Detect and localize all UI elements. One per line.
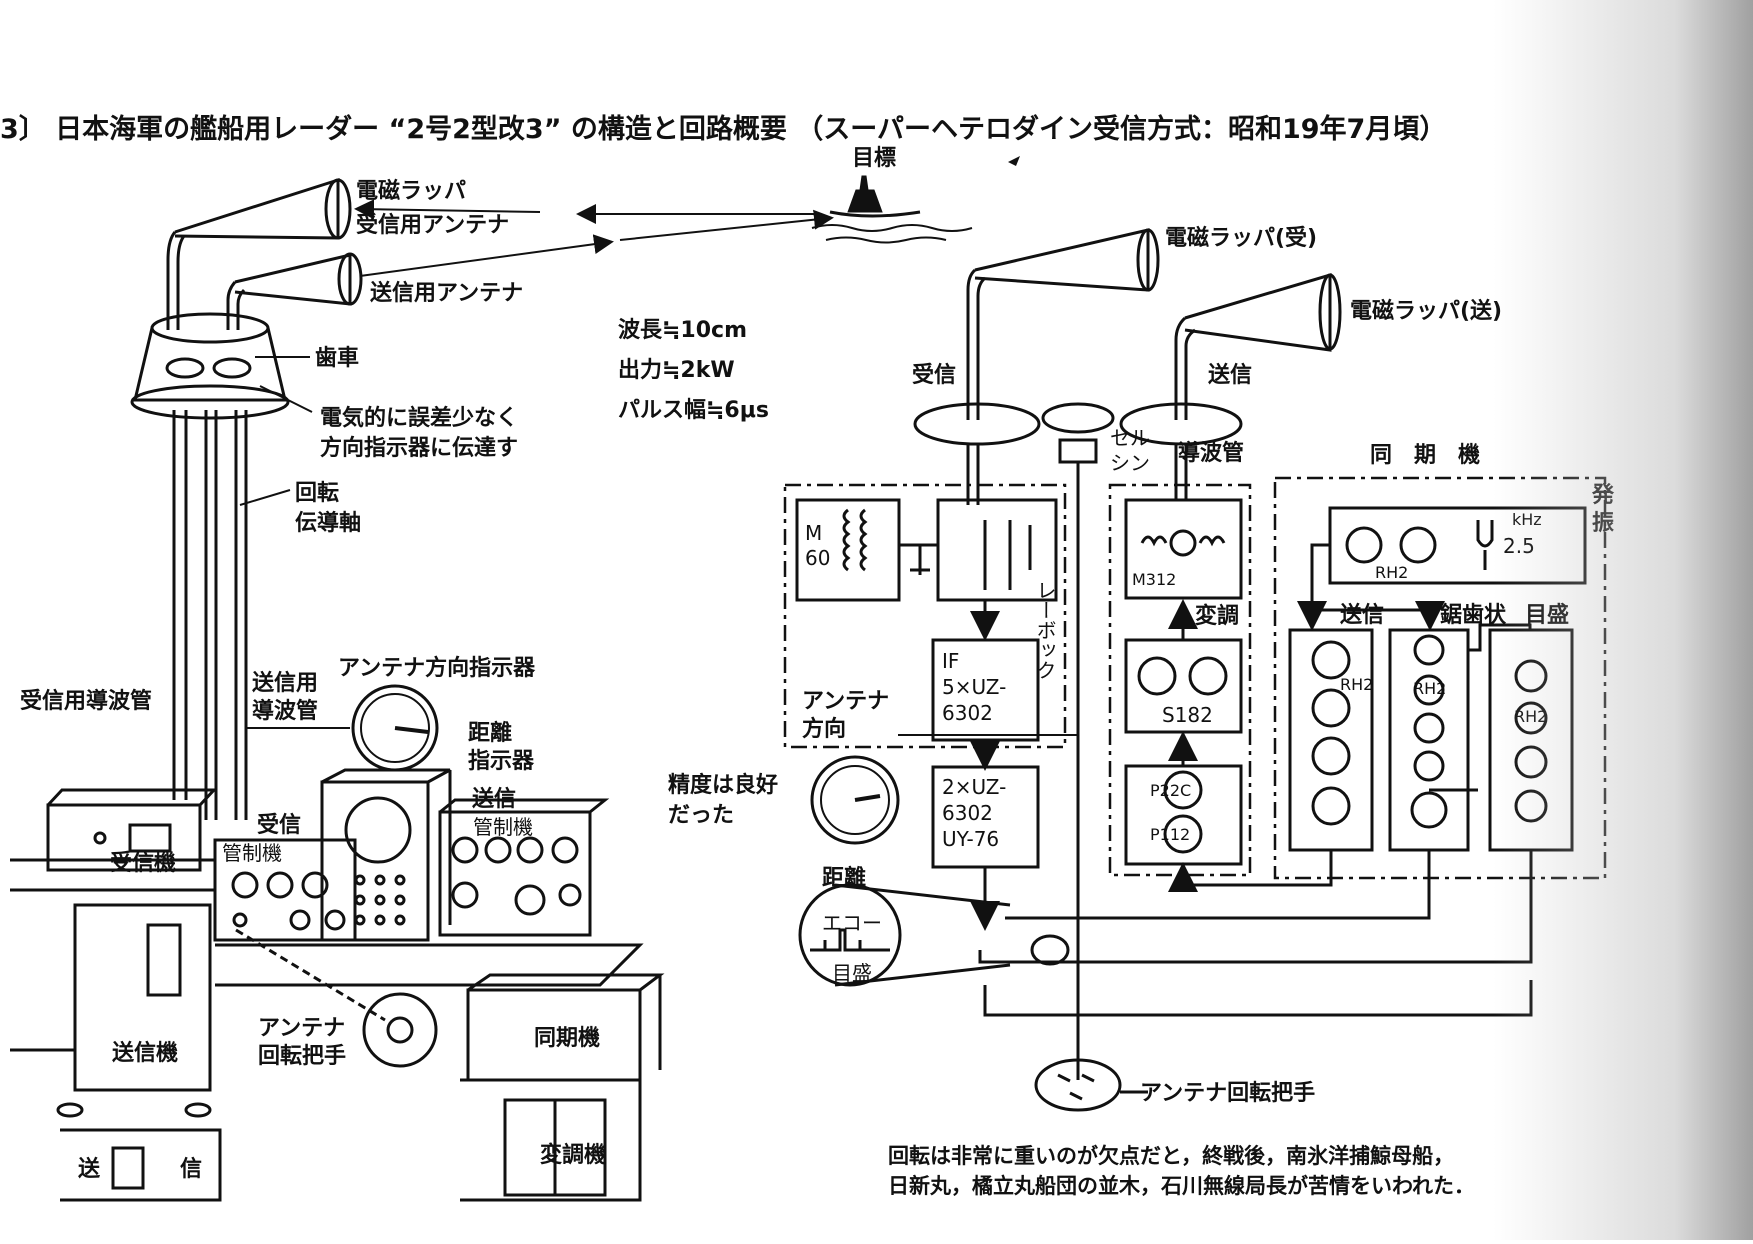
selsyn-label-1: セル <box>1110 426 1150 450</box>
bottom-tx-label-1: 送 <box>78 1156 100 1182</box>
khz-label: kHz <box>1512 510 1542 529</box>
scale-label: 目盛 <box>832 961 872 985</box>
rx-antenna-label: 受信用アンテナ <box>356 212 509 238</box>
p112-label: P112 <box>1150 825 1190 844</box>
target-label: 目標 <box>852 146 896 171</box>
video-label-2: 6302 <box>942 801 993 825</box>
spec-power: 出力≒2kW <box>618 358 735 383</box>
transmitter-label: 送信機 <box>112 1040 178 1066</box>
electric-note-1: 電気的に誤差少なく <box>320 405 518 431</box>
s182-label: S182 <box>1162 703 1213 727</box>
radar-waves <box>354 199 834 277</box>
spec-pulse-width: パルス幅≒6μs <box>618 398 769 423</box>
horn-label: 電磁ラッパ <box>356 178 466 204</box>
video-label-1: 2×UZ- <box>942 775 1006 799</box>
tube-rh2-1: RH2 <box>1340 675 1373 694</box>
right-schematic <box>783 228 1607 1112</box>
oscillator-label-2: 振 <box>1592 511 1614 536</box>
rx-control-label-2: 管制機 <box>222 841 282 865</box>
tube-rh2-3: RH2 <box>1514 707 1547 726</box>
tx-control-label-2: 管制機 <box>473 815 533 839</box>
tube-rh2-2: RH2 <box>1413 679 1446 698</box>
rx-horn-label: 電磁ラッパ(受) <box>1165 225 1317 251</box>
khz-value: 2.5 <box>1503 534 1535 558</box>
handwheel-label: アンテナ回転把手 <box>1140 1080 1315 1106</box>
scale-mark-label: 目盛 <box>1525 602 1569 628</box>
gear-label: 歯車 <box>315 345 359 371</box>
tx-antenna-label: 送信用アンテナ <box>370 280 523 306</box>
handwheel-label-2: 回転把手 <box>258 1043 346 1069</box>
bird-icon <box>1008 156 1020 166</box>
antenna-dir-indicator-label: アンテナ方向指示器 <box>338 655 536 681</box>
if-label-2: 5×UZ- <box>942 675 1006 699</box>
video-label-3: UY-76 <box>942 827 999 851</box>
modulator-label: 変調機 <box>540 1142 606 1168</box>
rx-label: 受信 <box>912 362 956 388</box>
diagram-title: 3〕 日本海軍の艦船用レーダー “2号2型改3” の構造と回路概要 （スーパーヘ… <box>0 113 1446 145</box>
receiver-label: 受信機 <box>110 850 176 876</box>
rx-control-label-1: 受信 <box>257 812 301 838</box>
handwheel-label-1: アンテナ <box>258 1016 345 1041</box>
bottom-tx-label-2: 信 <box>180 1156 202 1182</box>
range-indicator-label-1: 距離 <box>468 720 512 746</box>
antenna-dir-label-1: アンテナ <box>802 689 889 714</box>
sync-tx-label: 送信 <box>1340 602 1384 628</box>
tx-horn-label: 電磁ラッパ(送) <box>1350 298 1502 324</box>
sync-unit-label: 同 期 機 <box>1370 443 1480 468</box>
if-label-1: IF <box>942 649 959 673</box>
rx-waveguide-label: 受信用導波管 <box>20 688 152 714</box>
m60-label-2: 60 <box>805 546 830 570</box>
echo-label: エコー <box>822 911 882 935</box>
note-line-1: 回転は非常に重いのが欠点だと，終戦後，南氷洋捕鯨母船， <box>888 1144 1454 1168</box>
m312-label: M312 <box>1132 570 1176 589</box>
antenna-dir-label-2: 方向 <box>802 716 846 742</box>
range-label: 距離 <box>822 865 866 891</box>
tx-waveguide-label-1: 送信用 <box>252 670 318 696</box>
spec-wavelength: 波長≒10cm <box>618 318 747 343</box>
electric-note-2: 方向指示器に伝達す <box>320 435 518 461</box>
tx-control-label-1: 送信 <box>472 786 516 812</box>
lebok-label: レーボック <box>1033 580 1057 680</box>
modulation-label: 変調 <box>1195 603 1239 629</box>
selsyn-label-2: シン <box>1110 451 1150 475</box>
target-ship <box>811 175 973 244</box>
shaft-label-1: 回転 <box>295 480 339 506</box>
range-indicator-label-2: 指示器 <box>468 749 535 774</box>
tx-waveguide-label-2: 導波管 <box>252 698 318 724</box>
rx-horn <box>174 177 340 240</box>
tx-horn <box>234 253 352 306</box>
waveguide-label: 導波管 <box>1178 440 1244 466</box>
m60-label-1: M <box>805 521 822 545</box>
accuracy-note-1: 精度は良好 <box>668 772 778 798</box>
sync-label: 同期機 <box>534 1026 600 1051</box>
accuracy-note-2: だった <box>668 803 734 828</box>
osc-rh2-label: RH2 <box>1375 563 1408 582</box>
if-label-3: 6302 <box>942 701 993 725</box>
tx-label: 送信 <box>1208 362 1252 388</box>
oscillator-label-1: 発 <box>1591 483 1615 508</box>
note-line-2: 日新丸，橘立丸船団の並木，石川無線局長が苦情をいわれた． <box>888 1174 1475 1198</box>
p22c-label: P22C <box>1150 781 1191 800</box>
shaft-label-2: 伝導軸 <box>295 510 361 536</box>
left-illustration <box>10 177 665 1202</box>
sawtooth-label: 鋸歯状 <box>1440 602 1507 628</box>
